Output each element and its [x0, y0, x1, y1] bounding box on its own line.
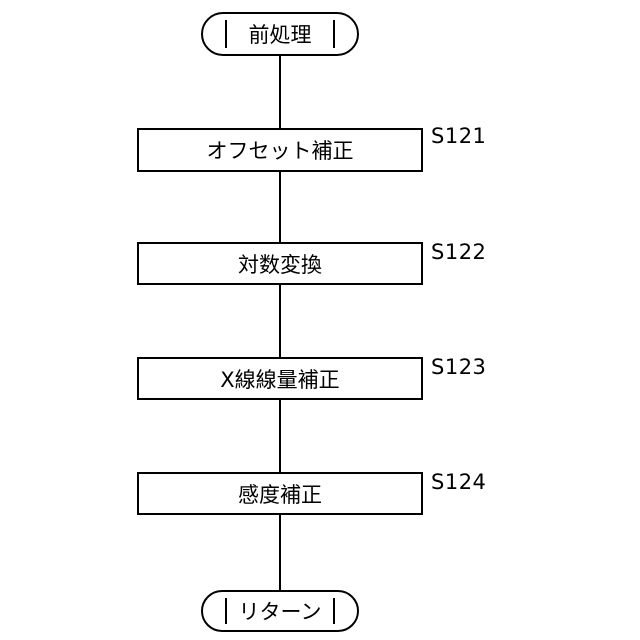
connector-s122-s123 [279, 285, 281, 357]
process-step-s122: 対数変換 [137, 242, 423, 285]
terminal-right-bar [333, 598, 335, 624]
process-step-s121: オフセット補正 [137, 128, 423, 172]
connector-s121-s122 [279, 172, 281, 242]
process-step-s123: X線線量補正 [137, 357, 423, 400]
step-id-s124: S124 [431, 470, 486, 494]
process-step-label: 対数変換 [238, 249, 322, 279]
connector-s123-s124 [279, 400, 281, 472]
start-terminal: 前処理 [201, 12, 359, 56]
step-id-s123: S123 [431, 355, 486, 379]
terminal-right-bar [333, 20, 335, 48]
terminal-left-bar [225, 20, 227, 48]
connector-s124-end [279, 515, 281, 590]
step-id-s121: S121 [431, 124, 486, 148]
step-id-s122: S122 [431, 240, 486, 264]
process-step-label: 感度補正 [238, 479, 322, 509]
end-label: リターン [239, 596, 322, 626]
terminal-left-bar [225, 598, 227, 624]
process-step-s124: 感度補正 [137, 472, 423, 515]
process-step-label: オフセット補正 [207, 135, 354, 165]
process-step-label: X線線量補正 [220, 364, 339, 394]
connector-start-s121 [279, 56, 281, 128]
start-label: 前処理 [249, 19, 312, 49]
end-terminal: リターン [201, 590, 359, 632]
